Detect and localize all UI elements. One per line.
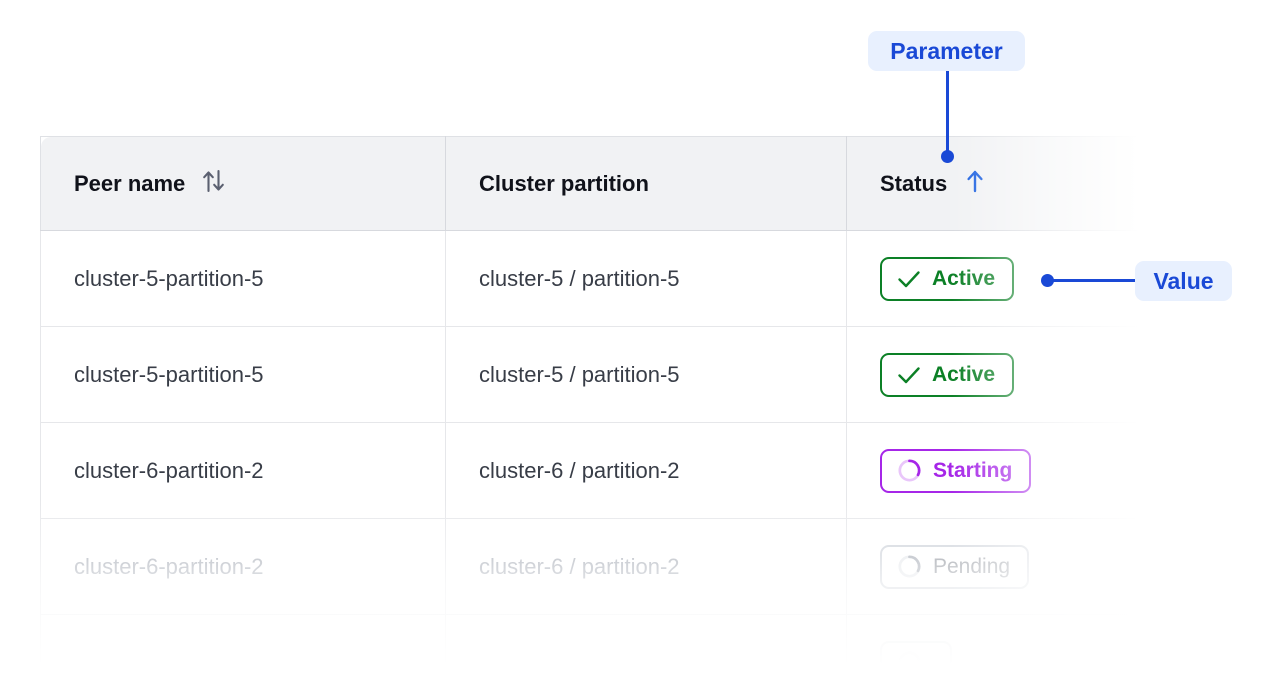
arrow-up-icon[interactable] (963, 167, 987, 201)
peers-table-container: Peer name Cluster partition (40, 136, 1192, 688)
cell-cluster-partition: cluster-5 / partition-5 (445, 326, 847, 423)
cell-status (846, 614, 1192, 688)
column-header-peer-name-label: Peer name (74, 170, 186, 196)
cell-cluster-partition: cluster-5 / partition-5 (445, 230, 847, 327)
status-badge-label: Active (932, 363, 996, 386)
check-icon (897, 365, 921, 385)
cell-peer-name (40, 614, 446, 688)
table-body: cluster-5-partition-5 cluster-5 / partit… (40, 230, 1192, 688)
callout-parameter-anchor-dot (941, 150, 954, 163)
cell-peer-name: cluster-6-partition-2 (40, 518, 446, 615)
cell-peer-name: cluster-5-partition-5 (40, 230, 446, 327)
table-row[interactable]: cluster-6-partition-2 cluster-6 / partit… (40, 518, 1192, 615)
cell-cluster-partition (445, 614, 847, 688)
status-badge-label: Active (932, 267, 996, 290)
table-header-row: Peer name Cluster partition (40, 136, 1192, 231)
status-badge[interactable]: Pending (880, 544, 1030, 589)
status-badge[interactable]: Active (880, 256, 1015, 301)
cell-cluster-partition: cluster-6 / partition-2 (445, 422, 847, 519)
status-badge-label: Starting (933, 459, 1013, 482)
cell-status: Pending (846, 518, 1192, 615)
table-row[interactable] (40, 614, 1192, 688)
cell-status: Active (846, 326, 1192, 423)
table-row[interactable]: cluster-5-partition-5 cluster-5 / partit… (40, 326, 1192, 423)
column-header-status-label: Status (880, 170, 948, 196)
sort-updown-icon[interactable] (201, 167, 227, 201)
cell-cluster-partition: cluster-6 / partition-2 (445, 518, 847, 615)
spinner-icon (897, 650, 922, 675)
callout-value: Value (1135, 261, 1232, 301)
spinner-icon (897, 554, 922, 579)
column-header-cluster-partition-label: Cluster partition (479, 170, 649, 196)
cell-peer-name: cluster-5-partition-5 (40, 326, 446, 423)
status-badge-label: Pending (933, 555, 1011, 578)
status-badge[interactable]: Active (880, 352, 1015, 397)
column-header-peer-name[interactable]: Peer name (40, 136, 446, 231)
table-header: Peer name Cluster partition (40, 136, 1192, 231)
column-header-status[interactable]: Status (846, 136, 1192, 231)
check-icon (897, 269, 921, 289)
status-badge[interactable] (880, 640, 952, 685)
table-row[interactable]: cluster-6-partition-2 cluster-6 / partit… (40, 422, 1192, 519)
cell-status: Starting (846, 422, 1192, 519)
callout-parameter-connector-line (946, 71, 949, 156)
callout-value-anchor-dot (1041, 274, 1054, 287)
table-row[interactable]: cluster-5-partition-5 cluster-5 / partit… (40, 230, 1192, 327)
status-badge[interactable]: Starting (880, 448, 1032, 493)
callout-parameter: Parameter (868, 31, 1025, 71)
spinner-icon (897, 458, 922, 483)
column-header-cluster-partition[interactable]: Cluster partition (445, 136, 847, 231)
peers-table: Peer name Cluster partition (40, 136, 1192, 688)
cell-peer-name: cluster-6-partition-2 (40, 422, 446, 519)
callout-value-connector-line (1046, 279, 1136, 282)
